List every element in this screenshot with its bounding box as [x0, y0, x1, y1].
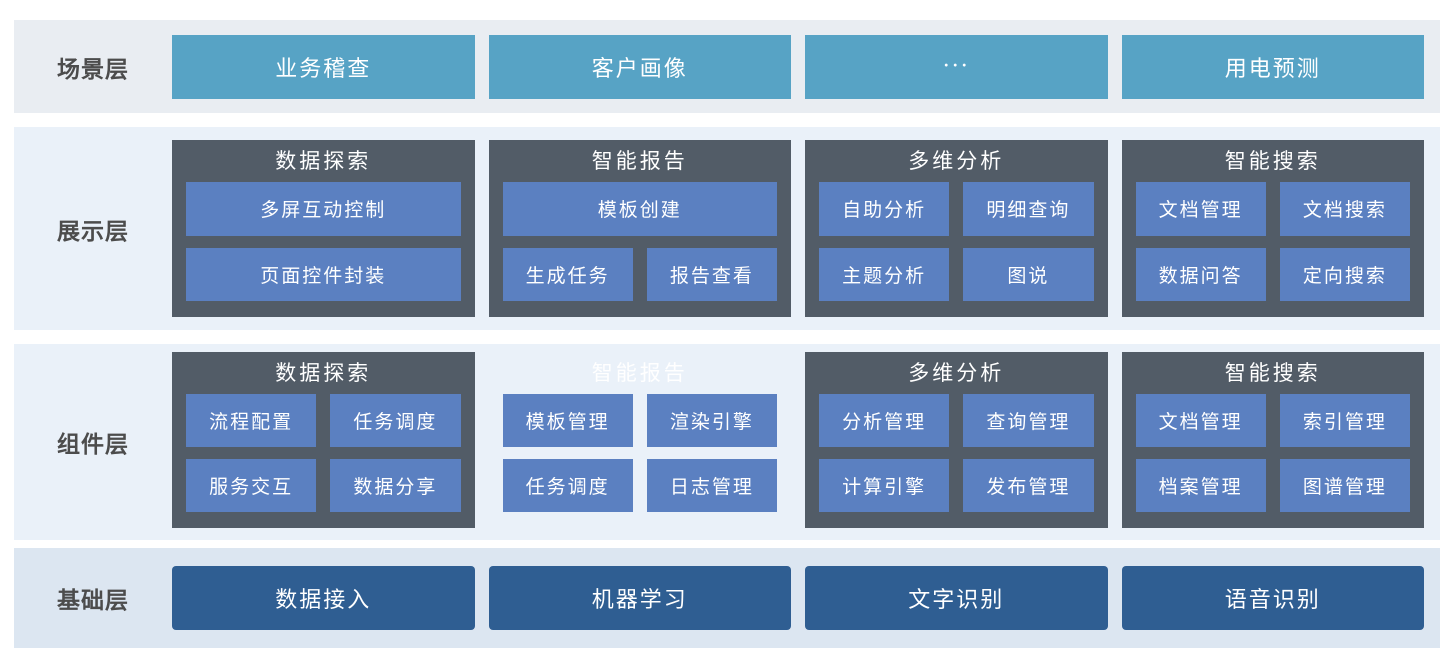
component-item: 流程配置	[186, 394, 317, 447]
scene-item-business-audit: 业务稽查	[172, 34, 475, 99]
group-row: 自助分析 明细查询	[819, 182, 1094, 236]
group-row: 计算引擎 发布管理	[819, 459, 1094, 512]
layer-label-base: 基础层	[57, 588, 129, 614]
display-group-smart-search: 智能搜索 文档管理 文档搜索 数据问答 定向搜索	[1121, 140, 1425, 317]
scene-item-customer-profile: 客户画像	[488, 34, 791, 99]
display-item: 文档管理	[1135, 182, 1266, 236]
group-title: 智能报告	[591, 149, 688, 173]
display-item: 明细查询	[963, 182, 1094, 236]
group-title: 多维分析	[908, 361, 1005, 385]
component-item: 分析管理	[819, 394, 950, 447]
display-group-data-explore: 数据探索 多屏互动控制 页面控件封装	[172, 140, 475, 317]
component-content: 数据探索 流程配置 任务调度 服务交互 数据分享 智能报告 模板管理	[172, 344, 1440, 540]
group-body: 自助分析 明细查询 主题分析 图说	[805, 180, 1108, 317]
base-item-speech-recognition: 语音识别	[1121, 566, 1424, 630]
display-item: 主题分析	[819, 247, 950, 301]
display-item: 多屏互动控制	[186, 182, 461, 236]
component-item: 数据分享	[330, 459, 461, 512]
display-item: 文档搜索	[1279, 182, 1410, 236]
group-row: 档案管理 图谱管理	[1135, 459, 1410, 512]
layer-band-display: 展示层 数据探索 多屏互动控制 页面控件封装 智能报告 模板创建 生成任务 报告…	[14, 127, 1440, 330]
layer-band-scene: 场景层 业务稽查 客户画像 ··· 用电预测	[14, 20, 1440, 113]
scene-item-power-forecast: 用电预测	[1121, 34, 1424, 99]
group-row: 分析管理 查询管理	[819, 394, 1094, 447]
group-body: 文档管理 索引管理 档案管理 图谱管理	[1122, 392, 1425, 528]
component-item: 任务调度	[330, 394, 461, 447]
display-group-multidim-analysis: 多维分析 自助分析 明细查询 主题分析 图说	[805, 140, 1108, 317]
group-row: 任务调度 日志管理	[502, 459, 777, 512]
group-title: 智能搜索	[1224, 361, 1321, 385]
component-group-smart-search: 智能搜索 文档管理 索引管理 档案管理 图谱管理	[1121, 352, 1425, 528]
component-item: 查询管理	[963, 394, 1094, 447]
base-content: 数据接入 机器学习 文字识别 语音识别	[172, 548, 1440, 648]
component-item: 发布管理	[963, 459, 1094, 512]
layer-band-component: 组件层 数据探索 流程配置 任务调度 服务交互 数据分享 智能报告	[14, 344, 1440, 540]
component-item: 任务调度	[502, 459, 633, 512]
group-row: 流程配置 任务调度	[186, 394, 461, 447]
base-item-data-access: 数据接入	[172, 566, 475, 630]
group-body: 流程配置 任务调度 服务交互 数据分享	[172, 392, 475, 528]
group-body: 分析管理 查询管理 计算引擎 发布管理	[805, 392, 1108, 528]
component-item: 模板管理	[502, 394, 633, 447]
group-row: 生成任务 报告查看	[502, 247, 777, 301]
component-item: 文档管理	[1135, 394, 1266, 447]
group-row: 主题分析 图说	[819, 247, 1094, 301]
component-group-multidim-analysis: 多维分析 分析管理 查询管理 计算引擎 发布管理	[805, 352, 1108, 528]
group-title: 智能搜索	[1224, 149, 1321, 173]
display-item: 定向搜索	[1279, 247, 1410, 301]
display-item: 页面控件封装	[186, 247, 461, 301]
group-row: 文档管理 索引管理	[1135, 394, 1410, 447]
group-title: 数据探索	[275, 149, 372, 173]
component-item: 服务交互	[186, 459, 317, 512]
display-content: 数据探索 多屏互动控制 页面控件封装 智能报告 模板创建 生成任务 报告查看 多…	[172, 127, 1440, 330]
display-item: 图说	[963, 247, 1094, 301]
group-title: 智能报告	[591, 361, 688, 385]
component-item: 索引管理	[1279, 394, 1410, 447]
display-item: 模板创建	[502, 182, 777, 236]
component-group-data-explore: 数据探索 流程配置 任务调度 服务交互 数据分享	[172, 352, 475, 528]
group-row: 文档管理 文档搜索	[1135, 182, 1410, 236]
group-title: 多维分析	[908, 149, 1005, 173]
display-group-smart-report: 智能报告 模板创建 生成任务 报告查看	[488, 140, 792, 317]
component-item: 档案管理	[1135, 459, 1266, 512]
group-row: 服务交互 数据分享	[186, 459, 461, 512]
layer-label-display: 展示层	[57, 218, 129, 245]
scene-item-ellipsis: ···	[805, 34, 1108, 99]
component-item: 日志管理	[646, 459, 777, 512]
display-item: 自助分析	[819, 182, 950, 236]
component-item: 渲染引擎	[646, 394, 777, 447]
group-body: 多屏互动控制 页面控件封装	[172, 180, 475, 317]
group-body: 模板创建 生成任务 报告查看	[489, 180, 792, 317]
scene-content: 业务稽查 客户画像 ··· 用电预测	[172, 20, 1440, 113]
display-item: 数据问答	[1135, 247, 1266, 301]
display-item: 报告查看	[646, 247, 777, 301]
component-group-smart-report: 智能报告 模板管理 渲染引擎 任务调度 日志管理	[489, 352, 792, 528]
base-item-ocr: 文字识别	[805, 566, 1108, 630]
group-body: 文档管理 文档搜索 数据问答 定向搜索	[1122, 180, 1425, 317]
layer-label-component: 组件层	[57, 432, 129, 458]
group-body: 模板管理 渲染引擎 任务调度 日志管理	[489, 392, 792, 528]
group-row: 模板管理 渲染引擎	[502, 394, 777, 447]
component-item: 计算引擎	[819, 459, 950, 512]
display-item: 生成任务	[502, 247, 633, 301]
component-item: 图谱管理	[1279, 459, 1410, 512]
base-item-machine-learning: 机器学习	[488, 566, 791, 630]
layer-band-base: 基础层 数据接入 机器学习 文字识别 语音识别	[14, 548, 1440, 648]
group-row: 数据问答 定向搜索	[1135, 247, 1410, 301]
layer-label-scene: 场景层	[57, 56, 129, 83]
group-title: 数据探索	[275, 361, 372, 385]
